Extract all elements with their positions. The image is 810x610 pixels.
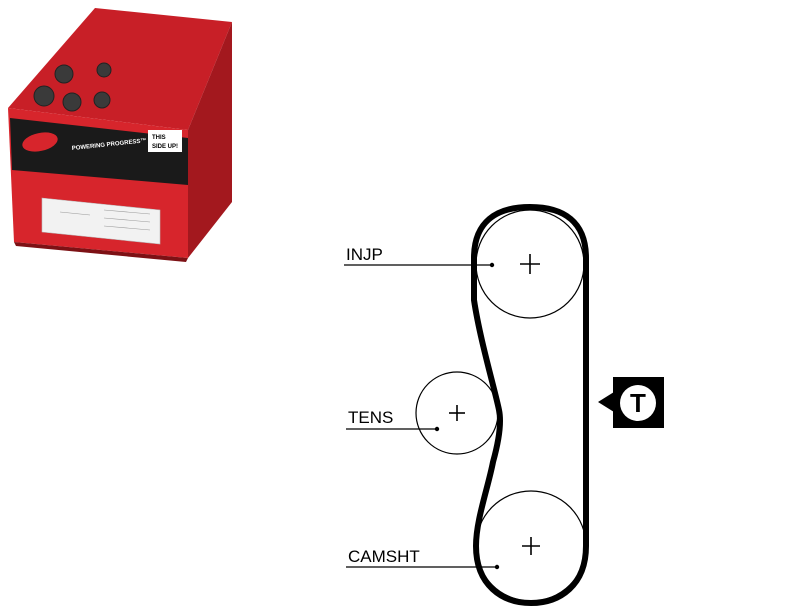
injp-label: INJP — [346, 245, 383, 264]
tens-label: TENS — [348, 408, 393, 427]
gates-box: POWERING PROGRESS™ THIS SIDE UP! — [8, 8, 232, 262]
tension-side-marker: T — [598, 377, 664, 428]
camsht-label: CAMSHT — [348, 547, 420, 566]
tension-marker-letter: T — [630, 388, 646, 418]
side-up-line1: THIS — [152, 135, 166, 141]
gates-logo — [22, 132, 58, 152]
pulley-center-marks — [449, 254, 540, 555]
timing-belt — [471, 204, 589, 606]
side-up-line2: SIDE UP! — [152, 144, 178, 150]
